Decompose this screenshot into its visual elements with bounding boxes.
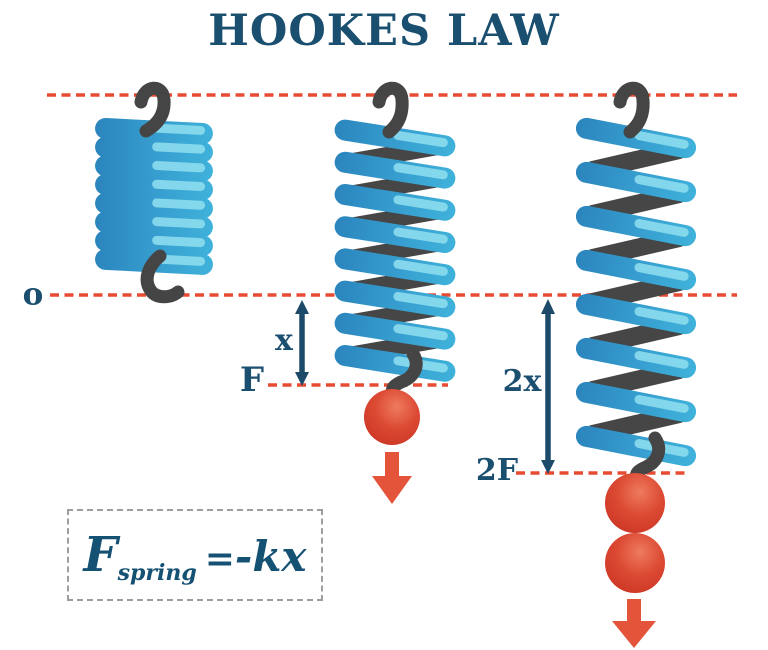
formula-box: F spring = -kx [67, 509, 323, 601]
spring-coil-bar [575, 161, 697, 203]
spring-coil-highlight [393, 227, 448, 244]
spring-coil-highlight [152, 217, 206, 229]
spring-coil-highlight [152, 235, 206, 248]
spring-coil-highlight [152, 123, 206, 135]
weight-ball [605, 473, 665, 533]
force-f-label: F [239, 360, 265, 400]
displacement-arrow-x [295, 300, 309, 386]
spring-coil-highlight [634, 395, 689, 413]
spring-coil-bar [334, 248, 456, 286]
spring-coil-highlight [393, 291, 448, 309]
spring-coil-bar [95, 174, 213, 201]
spring-coil-bar [575, 205, 697, 247]
spring-coil-bar [575, 337, 697, 379]
spring-relaxed [95, 81, 213, 304]
spring-coil-highlight [634, 263, 689, 281]
force-arrow-2f [612, 599, 656, 648]
spring-top-hook [134, 81, 171, 138]
displacement-arrow-2x [541, 299, 555, 474]
spring-coil-highlight [152, 198, 206, 210]
hookes-law-formula: F spring = -kx [83, 527, 307, 586]
spring-coil-bar [334, 312, 456, 350]
spring-top-hook [613, 81, 650, 139]
spring-coil-bar [95, 192, 213, 219]
spring-coil-bar [334, 184, 456, 221]
spring-coil-highlight [393, 163, 448, 180]
spring-coil-highlight [634, 175, 689, 193]
origin-label: o [22, 276, 44, 313]
spring-coil-bar [334, 119, 456, 157]
spring-coil-bar [334, 280, 456, 318]
spring-coil-bar [334, 151, 456, 189]
spring-coil-highlight [152, 142, 206, 154]
spring-top-hook [372, 81, 409, 139]
spring-coil-highlight [393, 259, 448, 276]
formula-subscript: spring [117, 560, 197, 586]
formula-expression: -kx [234, 532, 307, 581]
spring-coil-highlight [393, 195, 448, 212]
diagram-title: HOOKES LAW [208, 6, 560, 56]
spring-coil-bar [95, 136, 213, 163]
formula-equals: = [204, 538, 235, 580]
spring-coil-highlight [393, 324, 448, 341]
spring-coil-bar [95, 211, 213, 238]
spring-coil-highlight [634, 307, 689, 325]
weight-ball [605, 533, 665, 593]
weight-ball [364, 389, 420, 445]
formula-symbol: F [83, 527, 118, 583]
spring-coil-bar [575, 249, 697, 291]
spring-coil-bar [95, 155, 213, 182]
spring-coil-highlight [634, 351, 689, 369]
spring-coil-bar [95, 230, 213, 257]
displacement-x-label: x [275, 323, 293, 358]
spring-coil-highlight [393, 130, 448, 148]
displacement-2x-label: 2x [502, 364, 542, 399]
spring-coil-bar [334, 216, 456, 253]
spring-coil-highlight [152, 161, 206, 173]
spring-coil-bar [575, 381, 697, 423]
spring-stretched-2x [575, 81, 697, 486]
force-arrow-f [372, 452, 412, 504]
spring-coil-bar [575, 117, 697, 159]
spring-coil-highlight [634, 131, 689, 149]
spring-coil-highlight [152, 179, 206, 192]
spring-coil-highlight [634, 219, 689, 237]
spring-coil-bar [575, 293, 697, 335]
spring-bottom-hook [140, 249, 185, 304]
force-2f-label: 2F [475, 453, 519, 488]
spring-stretched-x [334, 81, 456, 401]
